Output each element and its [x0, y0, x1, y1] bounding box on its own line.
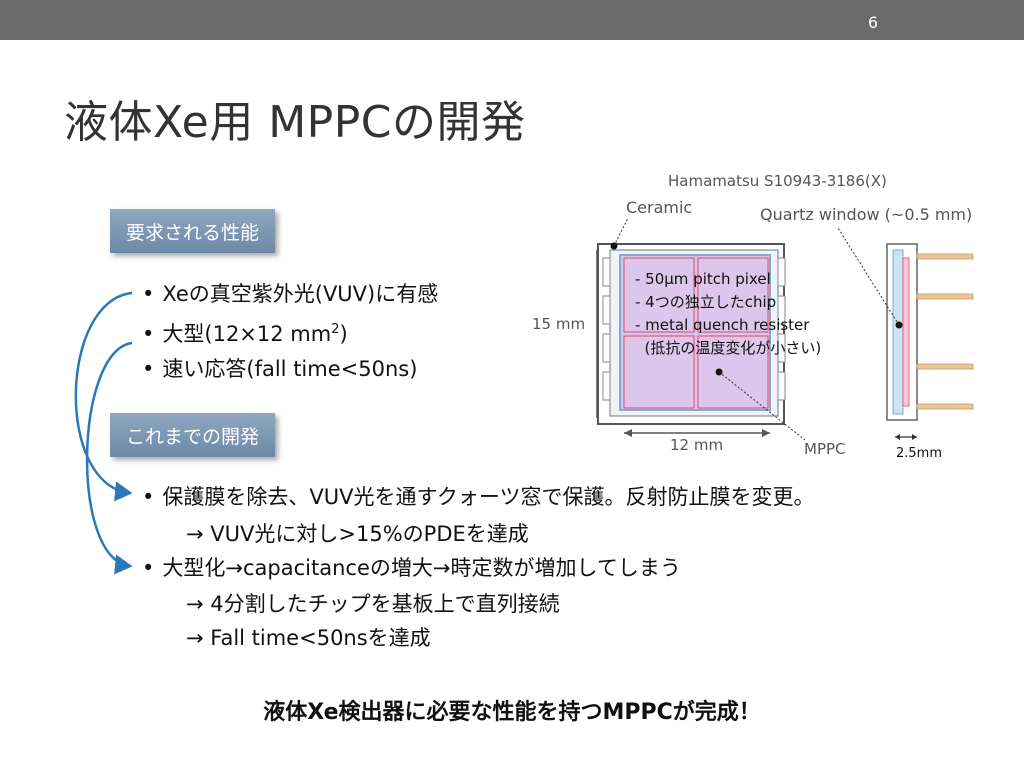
chip-quadrant-2 [697, 257, 769, 333]
chip-notes: - 50μm pitch pixel - 4つの独立したchip - metal… [635, 268, 821, 360]
arrow-icon: → [432, 556, 451, 580]
size-superscript: 2 [331, 322, 340, 337]
note-quench: - metal quench resister [635, 316, 810, 334]
note-resistance: (抵抗の温度変化が小さい) [635, 339, 822, 357]
development-list-2: 大型化→capacitanceの増大→時定数が増加してしまう [142, 551, 681, 586]
pde-text: VUV光に対し>15%のPDEを達成 [210, 522, 529, 546]
series-text: 4分割したチップを基板上で直列接続 [210, 592, 560, 616]
product-name: Hamamatsu S10943-3186(X) [668, 172, 887, 190]
development-sub-pde: → VUV光に対し>15%のPDEを達成 [186, 518, 529, 548]
size-close: ) [339, 322, 348, 346]
development-item-capacitance: 大型化→capacitanceの増大→時定数が増加してしまう [142, 551, 681, 586]
side-view-window [892, 249, 904, 415]
falltime-text: Fall time<50nsを達成 [210, 626, 431, 650]
connector-arrow-1 [74, 291, 133, 502]
chip-quadrant-3 [623, 335, 695, 409]
requirement-item-speed: 速い応答(fall time<50ns) [142, 352, 438, 387]
connector-arrow-2 [85, 341, 133, 575]
chip-quadrant-4 [697, 335, 769, 409]
arrow-icon: → [225, 556, 243, 580]
capacitance-text: capacitanceの増大 [243, 556, 433, 580]
slide-title: 液体Xe用 MPPCの開発 [64, 97, 526, 148]
development-list-1: 保護膜を除去、VUV光を通すクォーツ窓で保護。反射防止膜を変更。 [142, 480, 814, 515]
requirements-label: 要求される性能 [110, 209, 276, 253]
development-sub-series: → 4分割したチップを基板上で直列接続 [186, 588, 560, 618]
chip-quadrant-1 [623, 257, 695, 333]
development-sub-falltime: → Fall time<50nsを達成 [186, 622, 431, 652]
arrow-icon: → [186, 626, 204, 650]
size-text: 大型(12×12 mm [162, 322, 332, 346]
arrow-icon: → [186, 522, 204, 546]
requirements-list: Xeの真空紫外光(VUV)に有感 大型(12×12 mm2) 速い応答(fall… [142, 277, 438, 387]
top-bar: 6 [0, 0, 1024, 40]
note-chips: - 4つの独立したchip [635, 293, 777, 311]
width-dimension-label: 12 mm [670, 436, 724, 454]
ceramic-label: Ceramic [626, 198, 693, 217]
mppc-label: MPPC [804, 440, 846, 458]
page-number: 6 [867, 13, 878, 32]
development-label: これまでの開発 [110, 413, 276, 457]
thickness-dimension-label: 2.5mm [896, 446, 943, 461]
side-view-pins [916, 253, 974, 410]
quartz-window-label: Quartz window (~0.5 mm) [760, 205, 973, 224]
conclusion-text: 液体Xe検出器に必要な性能を持つMPPCが完成！ [263, 700, 761, 725]
time-constant-text: 時定数が増加してしまう [450, 556, 681, 580]
arrow-icon: → [186, 592, 204, 616]
enlarge-text: 大型化 [162, 556, 226, 580]
note-pitch: - 50μm pitch pixel [635, 270, 771, 288]
requirement-item-size: 大型(12×12 mm2) [142, 312, 438, 352]
development-item-window: 保護膜を除去、VUV光を通すクォーツ窓で保護。反射防止膜を変更。 [142, 480, 814, 515]
height-dimension-label: 15 mm [532, 315, 586, 333]
requirement-item-vuv: Xeの真空紫外光(VUV)に有感 [142, 277, 438, 312]
side-pads [602, 257, 786, 401]
